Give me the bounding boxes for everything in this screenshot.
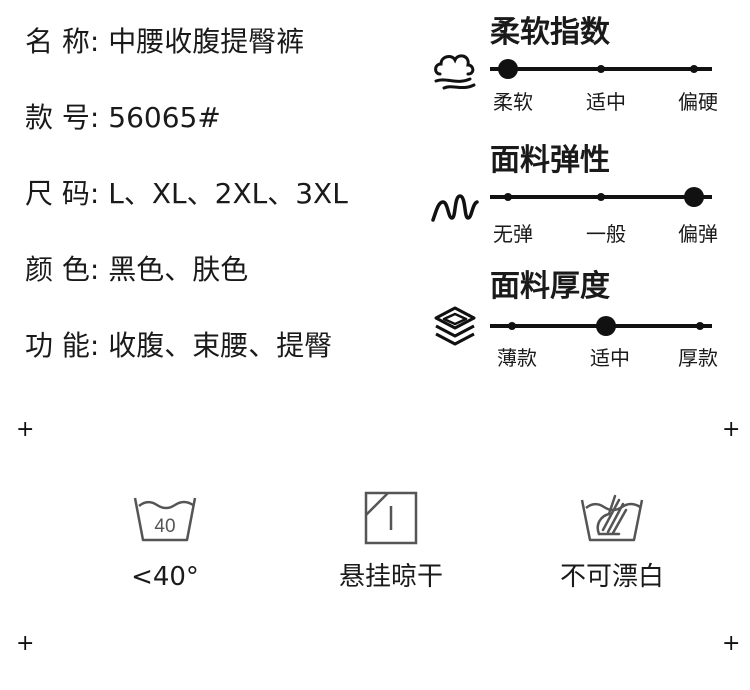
- care-label: 不可漂白: [559, 562, 664, 592]
- scale-tick: [508, 322, 516, 330]
- scale-stop-label: 无弹: [493, 222, 533, 246]
- spec-row-function: 功 能: 收腹、束腰、提臀: [25, 332, 332, 360]
- spec-row-name: 名 称: 中腰收腹提臀裤: [25, 28, 304, 56]
- scale-tick: [690, 65, 698, 73]
- spec-label: 名 称:: [25, 25, 100, 58]
- scale-title: 柔软指数: [490, 15, 610, 50]
- spec-row-style-number: 款 号: 56065#: [25, 104, 221, 132]
- wash-temperature: 40: [154, 516, 175, 537]
- softness-scale: 柔软指数 柔软 适中 偏硬: [430, 18, 730, 128]
- scale-knob: [684, 187, 704, 207]
- care-item-no-bleach: 不可漂白: [527, 490, 697, 590]
- spec-label: 功 能:: [25, 329, 100, 362]
- care-label: <40°: [131, 562, 199, 592]
- care-item-wash: 40 <40°: [80, 490, 250, 590]
- scale-stop-label: 偏硬: [678, 90, 718, 114]
- scale-stop-label: 一般: [586, 222, 626, 246]
- spec-label: 颜 色:: [25, 253, 100, 286]
- scale-stop-label: 适中: [590, 346, 630, 370]
- spec-label: 款 号:: [25, 101, 100, 134]
- scale-tick: [597, 193, 605, 201]
- spec-value: 56065#: [108, 101, 221, 134]
- no-bleach-icon: [580, 494, 644, 542]
- care-label: 悬挂晾干: [338, 562, 443, 592]
- scale-tick: [696, 322, 704, 330]
- scale-stop-label: 厚款: [678, 346, 718, 370]
- spec-row-size: 尺 码: L、XL、2XL、3XL: [25, 180, 348, 208]
- layers-icon: [434, 306, 476, 346]
- scale-tick: [597, 65, 605, 73]
- elasticity-scale: 面料弹性 无弹 一般 偏弹: [430, 146, 730, 256]
- thickness-scale: 面料厚度 薄款 适中 厚款: [430, 272, 730, 382]
- scale-track: [490, 316, 712, 336]
- scale-stop-label: 柔软: [493, 90, 533, 114]
- spec-value: 中腰收腹提臀裤: [108, 25, 305, 58]
- scale-stop-label: 偏弹: [678, 222, 718, 246]
- scale-knob: [498, 59, 518, 79]
- care-item-hang-dry: 悬挂晾干: [306, 490, 476, 590]
- spec-row-color: 颜 色: 黑色、肤色: [25, 256, 248, 284]
- spec-value: L、XL、2XL、3XL: [108, 177, 348, 210]
- scale-stop-label: 适中: [586, 90, 626, 114]
- cloud-icon: [434, 54, 476, 90]
- crop-mark: +: [16, 417, 35, 442]
- wave-icon: [431, 194, 479, 222]
- crop-mark: +: [722, 631, 741, 656]
- scale-stop-label: 薄款: [497, 346, 537, 370]
- hang-dry-icon: [364, 491, 418, 545]
- spec-value: 黑色、肤色: [108, 253, 249, 286]
- spec-value: 收腹、束腰、提臀: [108, 329, 333, 362]
- spec-label: 尺 码:: [25, 177, 100, 210]
- scale-track: [490, 187, 712, 207]
- scale-track: [490, 59, 712, 79]
- crop-mark: +: [722, 417, 741, 442]
- scale-title: 面料厚度: [490, 269, 610, 304]
- wash-tub-icon: 40: [133, 497, 197, 542]
- scale-title: 面料弹性: [490, 143, 610, 178]
- crop-mark: +: [16, 631, 35, 656]
- scale-tick: [504, 193, 512, 201]
- scale-knob: [596, 316, 616, 336]
